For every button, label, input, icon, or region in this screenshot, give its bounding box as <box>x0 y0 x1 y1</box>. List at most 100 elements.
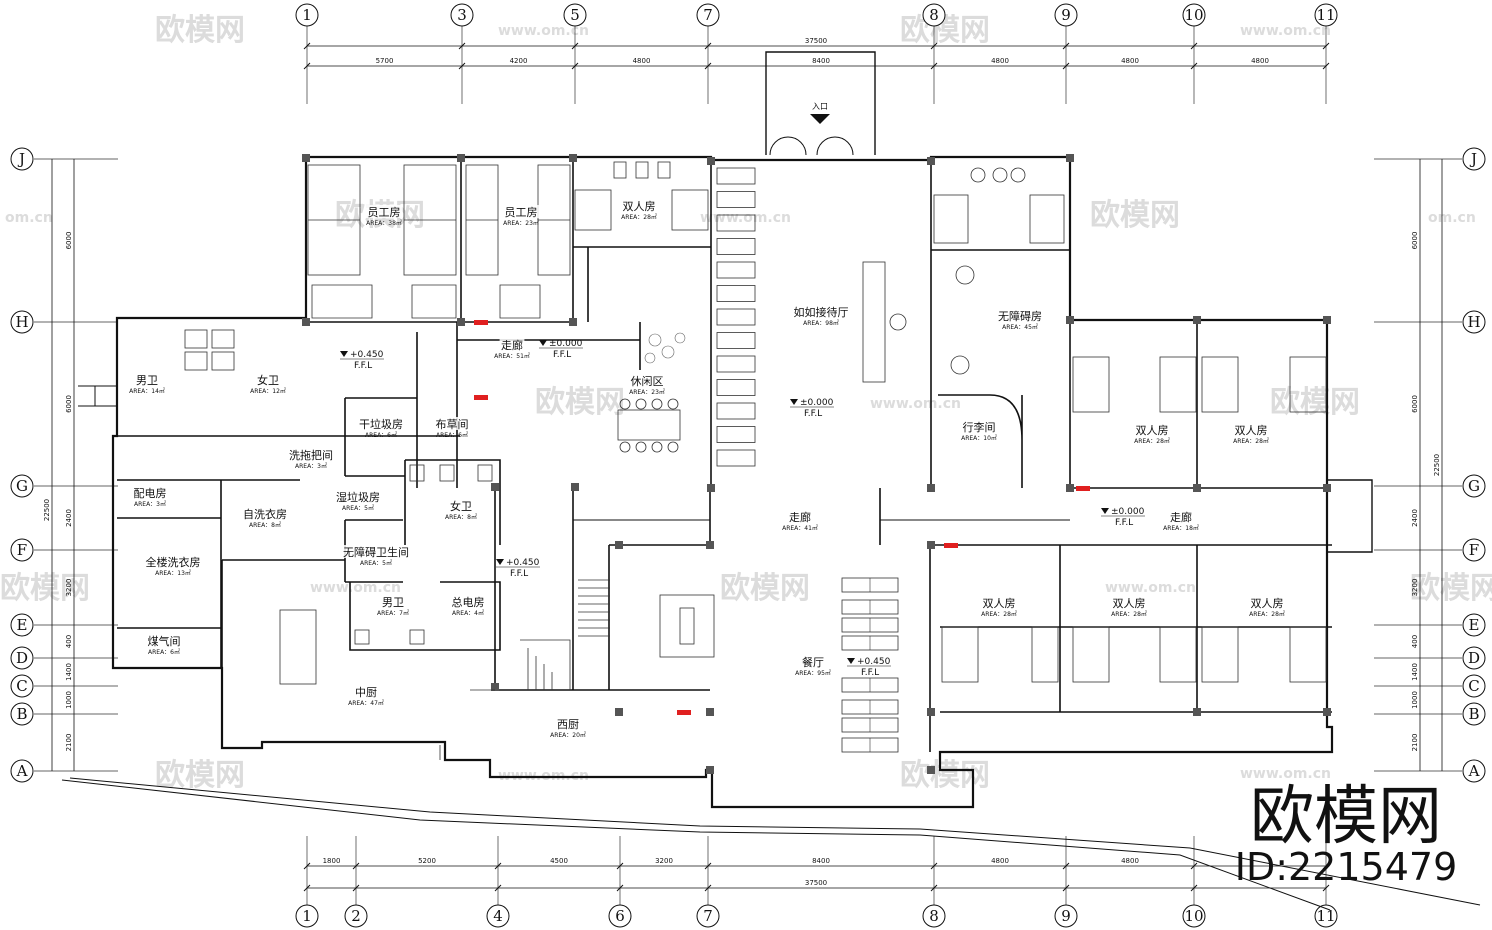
room-name: 餐厅 <box>802 655 824 669</box>
dimension-value: 6000 <box>65 395 73 413</box>
fire-equipment-markers <box>474 320 1090 715</box>
dimension-value: 4800 <box>991 857 1009 865</box>
dimension-value: 4800 <box>1121 57 1139 65</box>
axis-bubble-bottom: 1 <box>295 904 319 928</box>
axis-bubble-bottom: 11 <box>1314 904 1338 928</box>
axis-bubble-left: B <box>10 702 34 726</box>
watermark-brand: 欧模网 <box>720 571 810 606</box>
watermark-site: www.om.cn <box>310 580 401 596</box>
watermark-brand: 欧模网 <box>535 385 625 420</box>
axis-label: 7 <box>703 907 713 925</box>
room-name: 配电房 <box>134 487 167 500</box>
axis-bubble-left: A <box>10 759 34 783</box>
dimension-value: 4500 <box>550 857 568 865</box>
room-name: 员工房 <box>505 206 538 219</box>
room-area: AREA：12㎡ <box>250 387 286 395</box>
watermark-site: www.om.cn <box>1240 23 1331 39</box>
room-name: 如如接待厅 <box>794 305 849 319</box>
watermark-brand: 欧模网 <box>1410 571 1492 606</box>
room-name: 全楼洗衣房 <box>146 555 201 569</box>
axis-label: 1 <box>302 907 312 925</box>
room-name: 双人房 <box>1251 597 1284 610</box>
level-triangle-icon <box>496 559 504 565</box>
dimension-value: 4800 <box>633 57 651 65</box>
axis-bubble-right: B <box>1462 702 1486 726</box>
id-text: ID:2215479 <box>1235 845 1458 889</box>
room-name: 走廊 <box>1170 510 1192 524</box>
dimension-value: 1000 <box>1411 691 1419 709</box>
level-value: +0.450 <box>857 657 891 667</box>
room-area: AREA：10㎡ <box>961 434 997 442</box>
dimension-total: 22500 <box>43 499 51 521</box>
site-path <box>61 777 1481 911</box>
structural-columns <box>302 154 1331 774</box>
axis-label: E <box>17 616 28 634</box>
room-area: AREA：5㎡ <box>360 559 392 567</box>
axis-bubble-top: 7 <box>696 3 720 27</box>
watermark-brand: 欧模网 <box>0 571 90 606</box>
room-area: AREA：45㎡ <box>1002 323 1038 331</box>
room-name: 双人房 <box>623 200 656 213</box>
room-name: 总电房 <box>452 595 485 609</box>
level-value: ±0.000 <box>800 398 834 408</box>
axis-label: 7 <box>703 6 713 24</box>
dimension-value: 6000 <box>65 232 73 250</box>
room-area: AREA：6㎡ <box>365 431 397 439</box>
axis-bubble-top: 5 <box>563 3 587 27</box>
axis-bubble-bottom: 8 <box>922 904 946 928</box>
axis-bubble-bottom: 7 <box>696 904 720 928</box>
axis-bubble-top: 10 <box>1182 3 1206 27</box>
dimension-value: 2100 <box>1411 734 1419 752</box>
room-area: AREA：14㎡ <box>129 387 165 395</box>
room-area: AREA：3㎡ <box>134 500 166 508</box>
axis-label: D <box>16 649 28 667</box>
axis-label: G <box>1468 477 1480 495</box>
room-name: 布草间 <box>436 418 469 431</box>
room-name: 行李间 <box>963 420 996 434</box>
level-value: +0.450 <box>350 350 384 360</box>
entrance-arrow-icon <box>810 114 830 124</box>
level-triangle-icon <box>790 399 798 405</box>
room-area: AREA：28㎡ <box>1134 437 1170 445</box>
dimension-value: 2400 <box>65 509 73 527</box>
axis-bubble-left: D <box>10 646 34 670</box>
dimension-value: 5200 <box>418 857 436 865</box>
axis-bubble-bottom: 10 <box>1182 904 1206 928</box>
level-value: +0.450 <box>506 558 540 568</box>
dimension-value: 400 <box>65 635 73 648</box>
axis-bubble-top: 9 <box>1054 3 1078 27</box>
room-name: 双人房 <box>1235 424 1268 437</box>
room-name: 女卫 <box>257 373 279 387</box>
room-name: 走廊 <box>789 510 811 524</box>
axis-label: F <box>17 541 27 559</box>
watermark-site: www.om.cn <box>1240 766 1331 782</box>
axis-label: C <box>16 677 27 695</box>
watermark-brand: 欧模网 <box>155 13 245 48</box>
level-triangle-icon <box>539 340 547 346</box>
axis-label: 9 <box>1061 907 1071 925</box>
axis-label: 11 <box>1316 907 1335 925</box>
axis-label: 9 <box>1061 6 1071 24</box>
level-triangle-icon <box>847 658 855 664</box>
room-area: AREA：6㎡ <box>148 648 180 656</box>
dimension-value: 3200 <box>65 579 73 597</box>
watermark-brand: 欧模网 <box>1270 385 1360 420</box>
axis-label: J <box>1469 150 1477 168</box>
axis-bubble-right: J <box>1462 147 1486 171</box>
